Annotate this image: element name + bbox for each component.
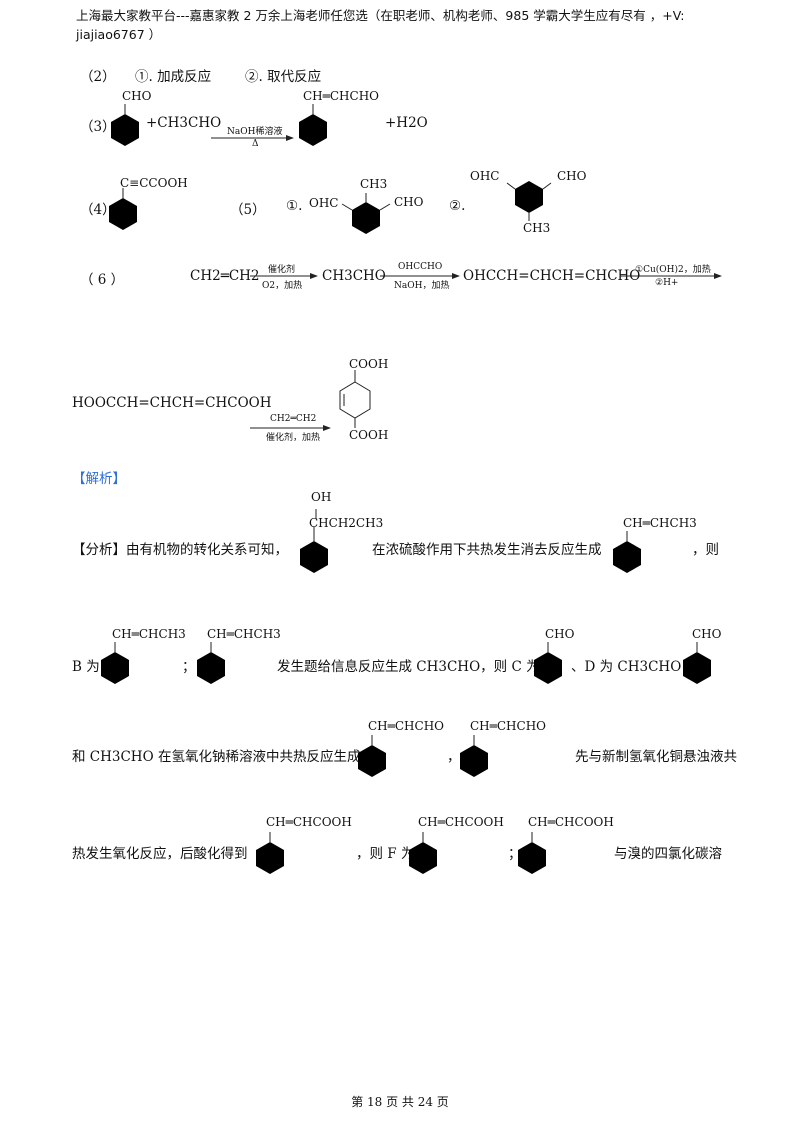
analysis-p3-struct1-chain: CH═CHCHO — [368, 719, 445, 733]
q5-option-2-marker: ②. — [449, 198, 466, 214]
analysis-p2-struct2-chain: CH═CHCH3 — [207, 627, 281, 641]
header-line-2: jiajiao6767 ） — [76, 27, 162, 42]
q6-product-bottom-group: COOH — [349, 428, 389, 442]
q5-opt1-benzene-ring — [341, 193, 391, 234]
q6-arrow1-bottom: O2，加热 — [262, 281, 303, 291]
q5-opt2-bottom-group: CH3 — [523, 221, 551, 235]
q3-arrow-bottom: Δ — [252, 139, 259, 149]
q5-opt1-top-group: CH3 — [360, 177, 388, 191]
header-line-1: 上海最大家教平台---嘉惠家教 2 万余上海老师任您选（在职老师、机构老师、98… — [76, 8, 685, 23]
analysis-p3-sep: ， — [447, 749, 461, 765]
q6-label: （ 6 ） — [80, 272, 125, 288]
q3-plus-reagent: +CH3CHO — [146, 115, 222, 131]
analysis-p2-struct3-benzene-ring — [534, 642, 562, 684]
q6-product-top-group: COOH — [349, 357, 389, 371]
analysis-p4-struct3-chain: CH═CHCOOH — [528, 815, 614, 829]
q5-opt2-benzene-ring — [506, 181, 552, 221]
analysis-p2-struct4-benzene-ring — [683, 642, 711, 684]
q6-product-cyclohexene-ring — [339, 370, 371, 428]
analysis-p1-end: ，则 — [692, 542, 719, 558]
q6-arrow-2 — [380, 273, 460, 279]
analysis-heading: 【解析】 — [72, 471, 126, 487]
q5-label: （5） — [230, 202, 266, 218]
analysis-p4-struct2-chain: CH═CHCOOH — [418, 815, 504, 829]
analysis-p4-middle: ，则 F 为 — [356, 846, 415, 862]
q6-arrow3-bottom: ②H+ — [655, 278, 679, 288]
q6-intermediate-3: HOOCCH=CHCH=CHCOOH — [72, 395, 272, 411]
q3-reactant-substituent: CHO — [122, 89, 152, 103]
q5-opt2-left-group: OHC — [470, 169, 500, 183]
analysis-p1-struct1-chain: CHCH2CH3 — [309, 516, 384, 530]
q2-option-1: ①. 加成反应 — [135, 69, 212, 85]
q6-arrow4-top: CH2═CH2 — [270, 414, 317, 424]
analysis-p1-struct2-benzene-ring — [613, 531, 641, 573]
analysis-p2-middle: 发生题给信息反应生成 CH3CHO，则 C 为 — [277, 659, 540, 675]
analysis-p1-middle: 在浓硫酸作用下共热发生消去反应生成 — [372, 542, 602, 558]
q6-arrow1-top: 催化剂 — [268, 265, 296, 275]
q6-arrow-3 — [620, 273, 722, 279]
q6-arrow3-top: ①Cu(OH)2，加热 — [635, 265, 711, 275]
q3-reactant-benzene-ring — [111, 104, 139, 146]
q3-label: （3） — [80, 119, 116, 135]
q6-arrow-1 — [250, 273, 318, 279]
analysis-p2-prefix: B 为 — [72, 659, 100, 675]
q6-arrow-4 — [250, 425, 331, 431]
analysis-p3-prefix: 和 CH3CHO 在氢氧化钠稀溶液中共热反应生成 — [72, 749, 361, 765]
q5-opt1-right-group: CHO — [394, 195, 424, 209]
q3-byproduct: +H2O — [385, 115, 428, 131]
q5-opt2-right-group: CHO — [557, 169, 587, 183]
q6-arrow4-bottom: 催化剂，加热 — [266, 433, 321, 443]
q3-reaction-arrow — [211, 135, 294, 141]
q6-arrow2-top: OHCCHO — [398, 262, 443, 272]
q6-intermediate-2: OHCCH=CHCH=CHCHO — [463, 268, 641, 284]
analysis-p2-struct1-benzene-ring — [101, 642, 129, 684]
q4-label: （4） — [80, 202, 116, 218]
analysis-p4-struct1-benzene-ring — [256, 832, 284, 874]
analysis-p3-struct2-chain: CH═CHCHO — [470, 719, 547, 733]
q2-option-2: ②. 取代反应 — [245, 69, 322, 85]
q3-product-benzene-ring — [299, 104, 327, 146]
analysis-p4-struct3-benzene-ring — [518, 832, 546, 874]
analysis-p3-end: 先与新制氢氧化铜悬浊液共 — [575, 749, 737, 765]
analysis-p4-struct2-benzene-ring — [409, 832, 437, 874]
analysis-p4-end: 与溴的四氯化碳溶 — [614, 846, 722, 862]
q3-arrow-top: NaOH稀溶液 — [227, 127, 283, 137]
q6-intermediate-1: CH3CHO — [322, 268, 386, 284]
q6-start: CH2═CH2 — [190, 268, 260, 284]
analysis-p2-middle-2: 、D 为 CH3CHO； — [571, 659, 695, 675]
q6-arrow2-bottom: NaOH，加热 — [394, 281, 450, 291]
page-header: 上海最大家教平台---嘉惠家教 2 万余上海老师任您选（在职老师、机构老师、98… — [76, 6, 684, 44]
analysis-p1-struct1-oh: OH — [311, 490, 332, 504]
page-number-footer: 第 18 页 共 24 页 — [351, 1095, 449, 1109]
analysis-p4-struct1-chain: CH═CHCOOH — [266, 815, 352, 829]
analysis-p2-struct2-benzene-ring — [197, 642, 225, 684]
analysis-p1-struct2-chain: CH═CHCH3 — [623, 516, 697, 530]
q4-substituent: C≡CCOOH — [120, 176, 188, 190]
analysis-p2-struct1-chain: CH═CHCH3 — [112, 627, 186, 641]
analysis-p3-struct2-benzene-ring — [460, 735, 488, 777]
q5-option-1-marker: ①. — [286, 198, 303, 214]
analysis-p2-struct4-cho: CHO — [692, 627, 722, 641]
q2-label: （2） — [80, 69, 116, 85]
analysis-p2-struct3-cho: CHO — [545, 627, 575, 641]
analysis-p1-prefix: 【分析】由有机物的转化关系可知， — [72, 542, 288, 558]
analysis-p3-struct1-benzene-ring — [358, 735, 386, 777]
analysis-p1-struct1-benzene-ring — [300, 509, 328, 573]
q4-benzene-ring — [109, 188, 137, 230]
q5-opt1-left-group: OHC — [309, 196, 339, 210]
q3-product-substituent: CH═CHCHO — [303, 89, 380, 103]
analysis-p2-sep: ； — [182, 659, 196, 675]
analysis-p4-prefix: 热发生氧化反应，后酸化得到 — [72, 846, 248, 862]
